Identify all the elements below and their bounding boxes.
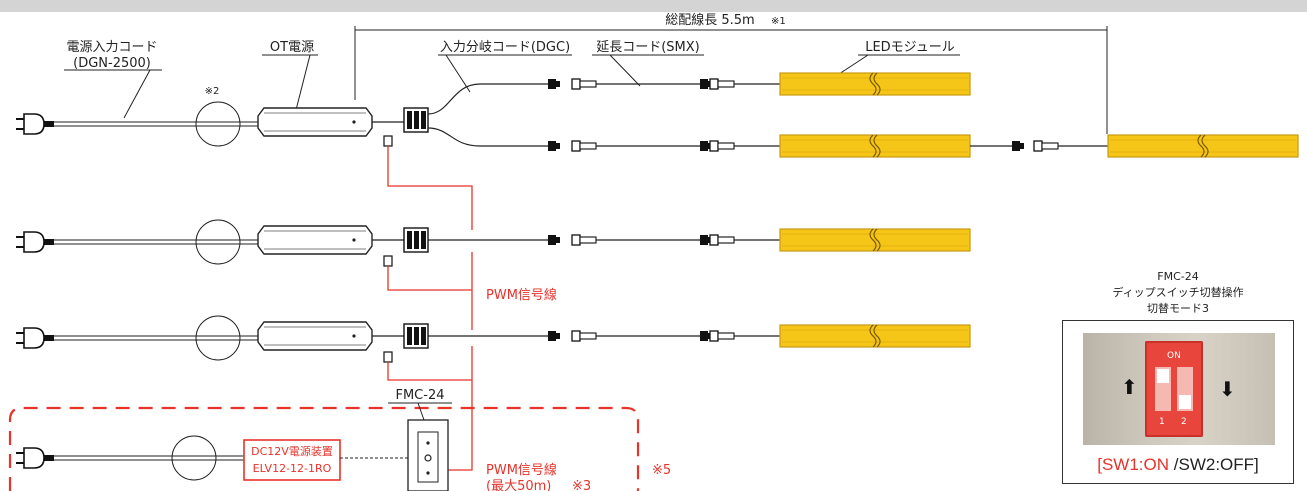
dip-switch-caption: [SW1:ON /SW2:OFF]: [1063, 455, 1293, 475]
dip-on-text: ON: [1167, 351, 1181, 361]
led-module: [779, 72, 971, 96]
led-module-label: LEDモジュール: [865, 40, 955, 55]
dip-switch-1[interactable]: [1155, 367, 1171, 411]
row-1: [15, 72, 1299, 158]
led-module: [779, 134, 971, 158]
led-module: [779, 228, 971, 252]
junction-box: [403, 227, 429, 253]
top-band: [0, 0, 1307, 12]
dip-title-mode: 切替モード3: [1147, 302, 1209, 315]
note3-label: ※3: [572, 479, 591, 491]
ot-power-unit: [257, 107, 373, 137]
plug-icon: [15, 447, 55, 469]
pwm-signal-label: PWM信号線: [486, 287, 557, 303]
caption-sw2: /SW2:OFF]: [1169, 455, 1259, 474]
caption-sw1: SW1:ON: [1101, 455, 1170, 474]
caption-bracket: [: [1097, 455, 1102, 474]
dip-switch-photo: ⬆ ON 1 2 ⬇: [1083, 333, 1275, 445]
ot-power-unit: [257, 225, 373, 255]
total-length-label: 総配線長 5.5m: [665, 12, 754, 28]
junction-box: [403, 107, 429, 133]
ot-power-unit: [257, 321, 373, 351]
power-cord-model: (DGN-2500): [73, 56, 151, 71]
arrow-down-icon: ⬇: [1219, 377, 1236, 401]
pwm-signal-label-2: PWM信号線: [486, 462, 557, 478]
total-length-dimension: 総配線長 5.5m ※1: [354, 12, 1108, 134]
plug-icon: [15, 327, 55, 349]
note2-label: ※2: [205, 86, 220, 97]
led-module: [779, 324, 971, 348]
dc-power-unit: [243, 439, 341, 481]
total-length-note: ※1: [771, 16, 786, 27]
pwm-signal-max-label: (最大50m): [486, 479, 551, 491]
fmc24-label: FMC-24: [395, 388, 444, 403]
branch-cord-label: 入力分岐コード(DGC): [440, 40, 570, 55]
row-fmc24: DC12V電源装置 ELV12-12-1RO FMC-24: [15, 388, 452, 491]
row-2: [15, 219, 971, 267]
dip-title-operation: ディップスイッチ切替操作: [1112, 286, 1244, 299]
ot-power-label: OT電源: [270, 40, 314, 55]
dip-switch-title: FMC-24 ディップスイッチ切替操作 切替モード3: [1062, 269, 1294, 317]
dc-power-label: DC12V電源装置: [251, 444, 333, 458]
pwm-signal-wiring: [387, 146, 473, 471]
row-3: [15, 315, 971, 363]
extension-cord-label: 延長コード(SMX): [596, 40, 700, 55]
dip-switch-2[interactable]: [1177, 367, 1193, 411]
dip-num-2: 2: [1181, 417, 1187, 427]
dashed-region: [8, 406, 640, 491]
dip-switch-panel: ⬆ ON 1 2 ⬇ [SW1:ON /SW2:OFF]: [1062, 320, 1294, 484]
dip-title-model: FMC-24: [1157, 270, 1199, 283]
note5-label: ※5: [652, 463, 671, 478]
plug-icon: [15, 231, 55, 253]
dc-power-model: ELV12-12-1RO: [253, 462, 332, 475]
dip-num-1: 1: [1159, 417, 1165, 427]
led-module: [1107, 134, 1299, 158]
plug-icon: [15, 113, 55, 135]
power-cord-label: 電源入力コード: [66, 40, 157, 55]
arrow-up-icon: ⬆: [1121, 375, 1138, 399]
dip-switch: ON 1 2: [1145, 341, 1203, 437]
junction-box: [403, 323, 429, 349]
